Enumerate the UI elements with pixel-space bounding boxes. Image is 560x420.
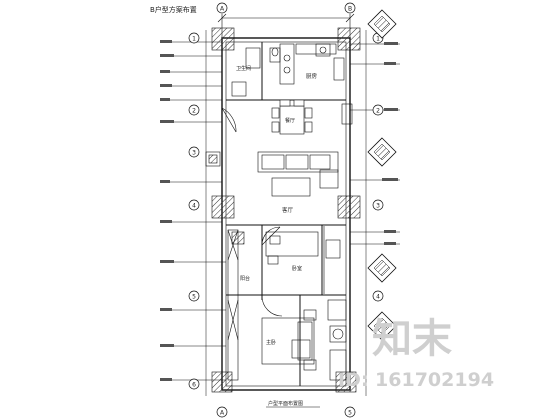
room-label-utility: 卫生间 — [236, 65, 251, 72]
svg-text:A: A — [220, 410, 225, 417]
svg-text:6: 6 — [192, 382, 196, 389]
elevation-symbol-3 — [367, 253, 397, 283]
svg-text:1: 1 — [376, 36, 380, 43]
axis-bubble-right-5: 5 — [344, 406, 356, 418]
entry-door — [221, 107, 237, 133]
svg-text:5: 5 — [192, 294, 196, 301]
axis-bubble-left-4: 4 — [188, 199, 200, 211]
svg-text:1: 1 — [192, 36, 196, 43]
living-sofa — [257, 151, 339, 189]
axis-bubble-bottom-a: A — [216, 406, 228, 418]
elevation-symbol-2 — [367, 137, 397, 167]
structural-columns — [205, 27, 361, 393]
top-dimension-line — [217, 13, 355, 40]
bathroom-fixtures — [327, 299, 347, 381]
cabinet-unit — [341, 103, 353, 125]
axis-bubble-right-2: 2 — [372, 104, 384, 116]
bedroom2-furniture — [261, 226, 341, 294]
axis-bubble-left-2: 2 — [188, 104, 200, 116]
svg-text:4: 4 — [192, 203, 196, 210]
svg-text:2: 2 — [192, 108, 196, 115]
right-annotation-ticks — [382, 42, 398, 245]
svg-text:5: 5 — [348, 410, 352, 417]
drawing-title: B户型方案布置 — [150, 5, 197, 14]
svg-text:B: B — [348, 6, 352, 13]
wardrobe-left — [227, 229, 239, 381]
watermark-id: ID: 161702194 — [338, 369, 494, 391]
room-label-living: 客厅 — [282, 206, 294, 214]
room-label-bedroom1: 主卧 — [266, 339, 276, 346]
axis-bubble-left-5: 5 — [188, 290, 200, 302]
axis-bubble-right-3: 3 — [372, 199, 384, 211]
svg-text:2: 2 — [376, 108, 380, 115]
svg-text:A: A — [220, 6, 225, 13]
axis-bubble-right-4: 4 — [372, 290, 384, 302]
elevation-symbol-1 — [367, 9, 397, 39]
exterior-walls — [221, 37, 351, 391]
room-label-dining: 餐厅 — [285, 117, 295, 124]
axis-bubble-left-1: 1 — [188, 32, 200, 44]
svg-text:3: 3 — [376, 203, 380, 210]
axis-bubble-left-3: 3 — [188, 146, 200, 158]
room-label-balcony: 阳台 — [240, 275, 250, 282]
axis-bubble-top-a: A — [216, 2, 228, 14]
dining-table — [271, 99, 313, 135]
master-bed — [261, 295, 317, 371]
axis-bubble-top-b: B — [344, 2, 356, 14]
elevation-symbol-4 — [367, 311, 397, 341]
kitchen-fixtures — [231, 43, 345, 97]
bottom-caption: 户型平面布置图 — [268, 400, 303, 407]
interior-walls — [226, 42, 346, 386]
svg-text:3: 3 — [192, 150, 196, 157]
coffee-table — [271, 177, 311, 197]
room-label-bedroom2: 卧室 — [292, 265, 302, 272]
axis-bubble-left-6: 6 — [188, 378, 200, 390]
svg-text:4: 4 — [376, 294, 380, 301]
left-annotation-ticks — [160, 40, 174, 381]
room-label-kitchen: 厨房 — [306, 72, 318, 80]
watermark-brand: 知末 — [372, 316, 452, 362]
